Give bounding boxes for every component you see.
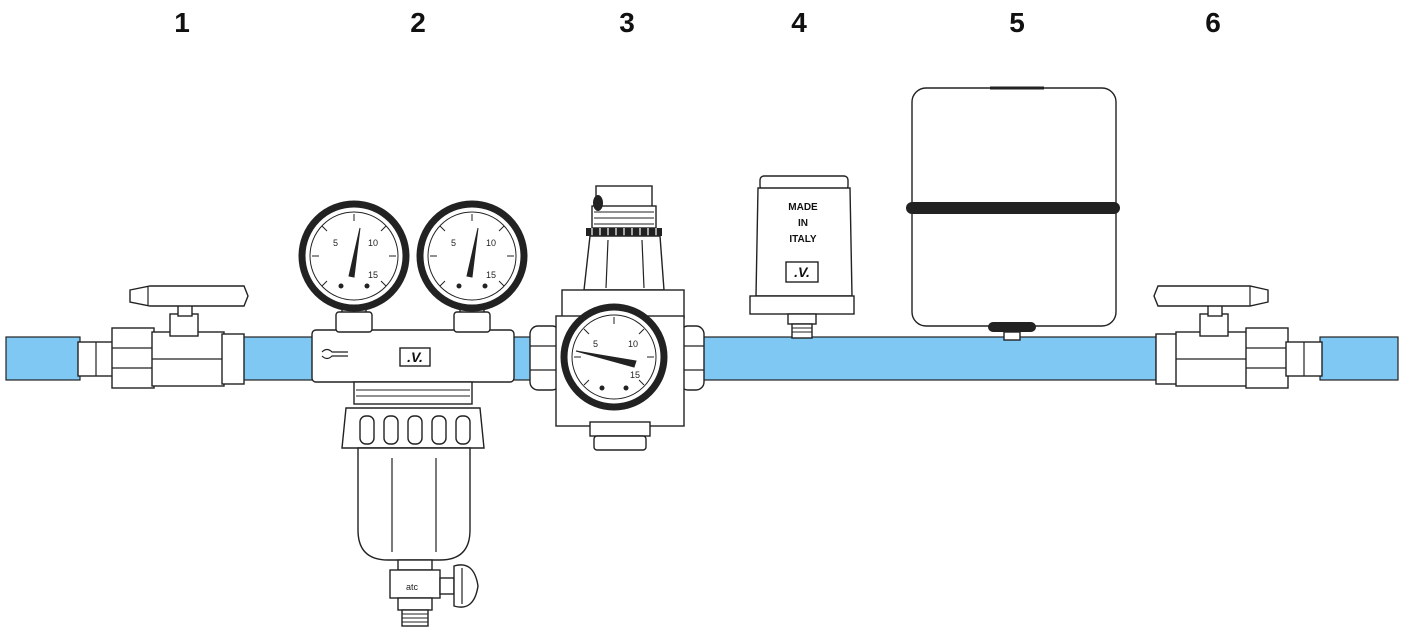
filter-unit: .V. 5 10 15 xyxy=(298,200,528,627)
component-number-1: 1 xyxy=(174,7,190,38)
ball-valve-icon xyxy=(77,285,249,389)
italy-label: ITALY xyxy=(789,234,817,245)
wrench-icon xyxy=(321,348,348,360)
gauge-right-label-15: 15 xyxy=(486,270,496,280)
component-number-3: 3 xyxy=(619,7,635,38)
filter-bowl-icon xyxy=(341,381,485,561)
pressure-switch: MADE IN ITALY .V. xyxy=(749,175,855,339)
svg-text:atc: atc xyxy=(406,582,419,592)
pressure-gauge-icon: 5 10 15 xyxy=(416,200,528,312)
gauge-reducer-label-5: 5 xyxy=(593,339,598,349)
component-number-6: 6 xyxy=(1205,7,1221,38)
drain-valve-icon: atc xyxy=(389,559,479,627)
gauge-reducer-label-10: 10 xyxy=(628,339,638,349)
pressure-gauge-icon: 5 10 15 xyxy=(298,200,410,312)
gauge-left-label-15: 15 xyxy=(368,270,378,280)
in-label: IN xyxy=(798,218,808,229)
gauge-left-label-5: 5 xyxy=(333,238,338,248)
logo-switch: .V. xyxy=(794,264,810,280)
pressure-gauge-icon: 5 10 15 xyxy=(560,303,668,411)
component-number-5: 5 xyxy=(1009,7,1025,38)
expansion-tank-icon xyxy=(906,86,1120,341)
logo-filter: .V. xyxy=(407,349,423,365)
pressure-reducer: 5 10 15 xyxy=(529,185,705,451)
ball-valve-left xyxy=(77,285,249,389)
gauge-right-label-10: 10 xyxy=(486,238,496,248)
gauge-right-label-5: 5 xyxy=(451,238,456,248)
made-label: MADE xyxy=(788,202,818,213)
ball-valve-right xyxy=(1153,285,1323,389)
ball-valve-icon xyxy=(1153,285,1323,389)
gauge-left-label-10: 10 xyxy=(368,238,378,248)
body-logo: .V. xyxy=(399,347,431,367)
gauge-reducer-label-15: 15 xyxy=(630,370,640,380)
component-number-2: 2 xyxy=(410,7,426,38)
component-number-4: 4 xyxy=(791,7,807,38)
component-numbers: 1 2 3 4 5 6 xyxy=(174,7,1221,38)
